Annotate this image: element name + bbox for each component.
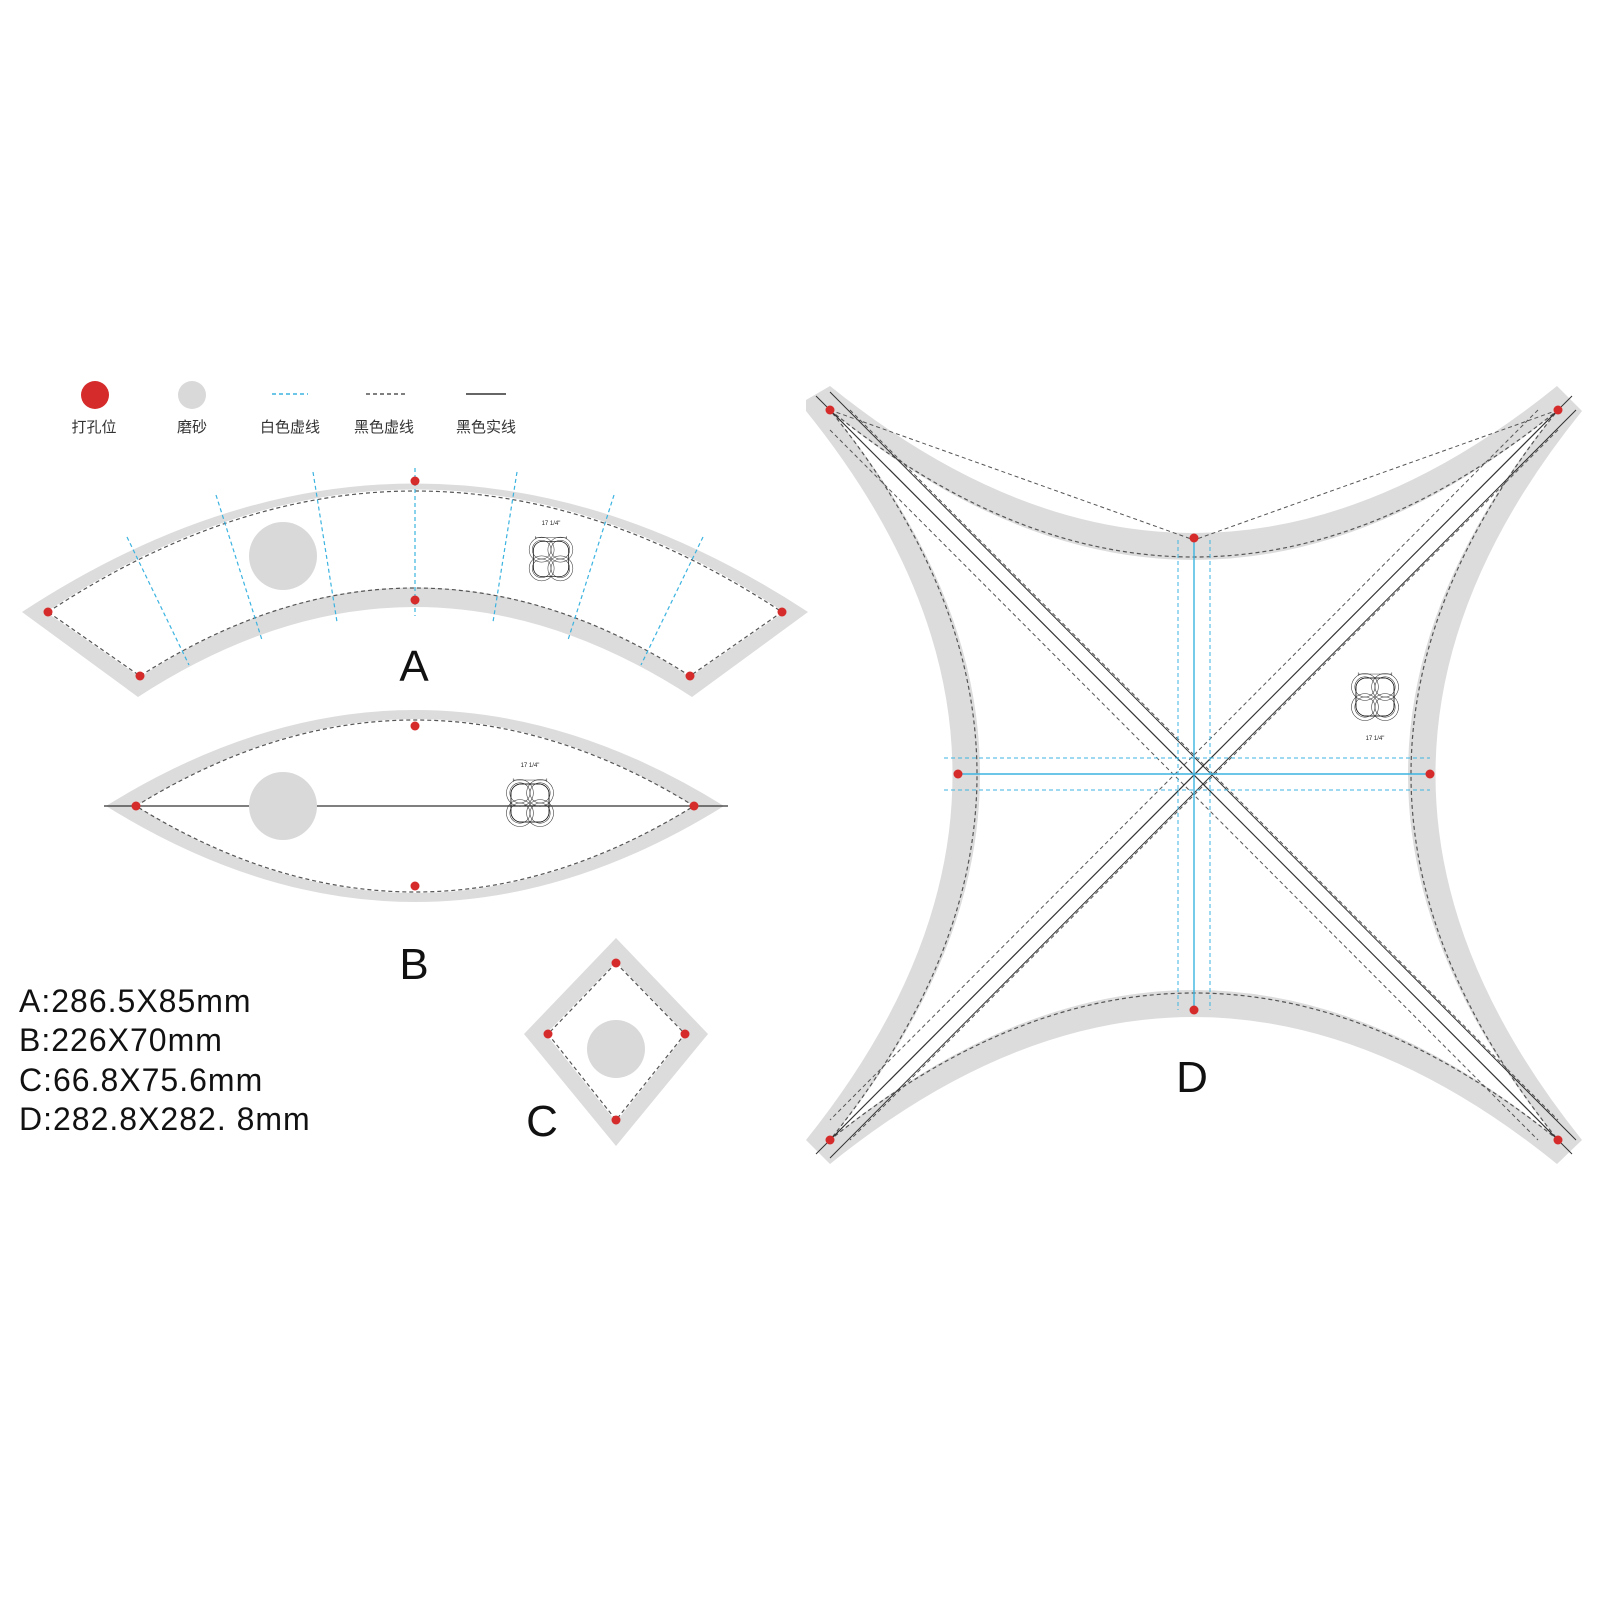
drill-hole bbox=[1553, 1135, 1563, 1145]
piece-a: 17 1/4" A bbox=[22, 468, 808, 697]
drill-hole bbox=[777, 607, 787, 617]
piece-b-frosted-circle bbox=[249, 772, 317, 840]
piece-d-cross-lines bbox=[944, 538, 1430, 1010]
piece-c-frosted-circle bbox=[587, 1020, 645, 1078]
dimension-b: B:226X70mm bbox=[19, 1022, 223, 1058]
piece-c: C bbox=[524, 938, 708, 1146]
piece-d-label: D bbox=[1176, 1053, 1208, 1102]
drill-hole bbox=[131, 801, 141, 811]
frosted-swatch bbox=[178, 381, 206, 409]
drill-hole bbox=[689, 801, 699, 811]
drill-hole bbox=[825, 405, 835, 415]
drill-hole bbox=[410, 476, 420, 486]
legend-item-black-dash: 黑色虚线 bbox=[354, 393, 414, 436]
drill-hole bbox=[43, 607, 53, 617]
drill-hole bbox=[1553, 405, 1563, 415]
dimension-d: D:282.8X282. 8mm bbox=[19, 1101, 311, 1137]
piece-b-drill-holes bbox=[131, 721, 699, 891]
piece-d: 17 1/4" D bbox=[806, 386, 1582, 1164]
drill-hole-swatch bbox=[81, 381, 109, 409]
drill-hole bbox=[611, 958, 621, 968]
drill-hole bbox=[825, 1135, 835, 1145]
legend-label-black-solid: 黑色实线 bbox=[456, 418, 516, 436]
piece-d-drill-holes bbox=[825, 405, 1563, 1145]
legend-label-drill: 打孔位 bbox=[71, 418, 116, 436]
drill-hole bbox=[953, 769, 963, 779]
legend-item-drill: 打孔位 bbox=[71, 381, 117, 436]
piece-a-frosted-circle bbox=[249, 522, 317, 590]
legend-item-frosted: 磨砂 bbox=[177, 381, 207, 436]
drill-hole bbox=[1425, 769, 1435, 779]
piece-a-segment-lines bbox=[126, 468, 704, 666]
legend-label-black-dash: 黑色虚线 bbox=[354, 418, 414, 436]
piece-b: 17 1/4" B bbox=[104, 710, 728, 989]
piece-d-pattern-dimension: 17 1/4" bbox=[1366, 736, 1385, 742]
drill-hole bbox=[410, 881, 420, 891]
dimension-a: A:286.5X85mm bbox=[19, 983, 252, 1019]
piece-b-label: B bbox=[399, 940, 428, 989]
drill-hole bbox=[1189, 1005, 1199, 1015]
drill-hole bbox=[680, 1029, 690, 1039]
piece-b-pattern-dimension: 17 1/4" bbox=[521, 763, 540, 769]
piece-c-drill-holes bbox=[543, 958, 690, 1125]
drill-hole bbox=[135, 671, 145, 681]
legend: 打孔位 磨砂 白色虚线 黑色虚线 黑色实线 bbox=[71, 381, 516, 436]
piece-c-label: C bbox=[526, 1097, 558, 1146]
drill-hole bbox=[410, 595, 420, 605]
drill-hole bbox=[543, 1029, 553, 1039]
piece-c-outline bbox=[547, 962, 686, 1121]
piece-a-outline bbox=[46, 490, 784, 677]
drill-hole bbox=[685, 671, 695, 681]
legend-label-white-dash: 白色虚线 bbox=[260, 418, 320, 436]
legend-item-black-solid: 黑色实线 bbox=[456, 393, 516, 436]
dimension-c: C:66.8X75.6mm bbox=[19, 1062, 263, 1098]
piece-a-pattern-dimension: 17 1/4" bbox=[542, 521, 561, 527]
piece-a-label: A bbox=[399, 642, 429, 691]
drill-hole bbox=[410, 721, 420, 731]
drill-hole bbox=[1189, 533, 1199, 543]
legend-item-white-dash: 白色虚线 bbox=[260, 393, 320, 436]
drill-hole bbox=[611, 1115, 621, 1125]
dimensions-list: A:286.5X85mm B:226X70mm C:66.8X75.6mm D:… bbox=[19, 983, 311, 1137]
piece-a-drill-holes bbox=[43, 476, 787, 681]
legend-label-frosted: 磨砂 bbox=[177, 418, 207, 436]
